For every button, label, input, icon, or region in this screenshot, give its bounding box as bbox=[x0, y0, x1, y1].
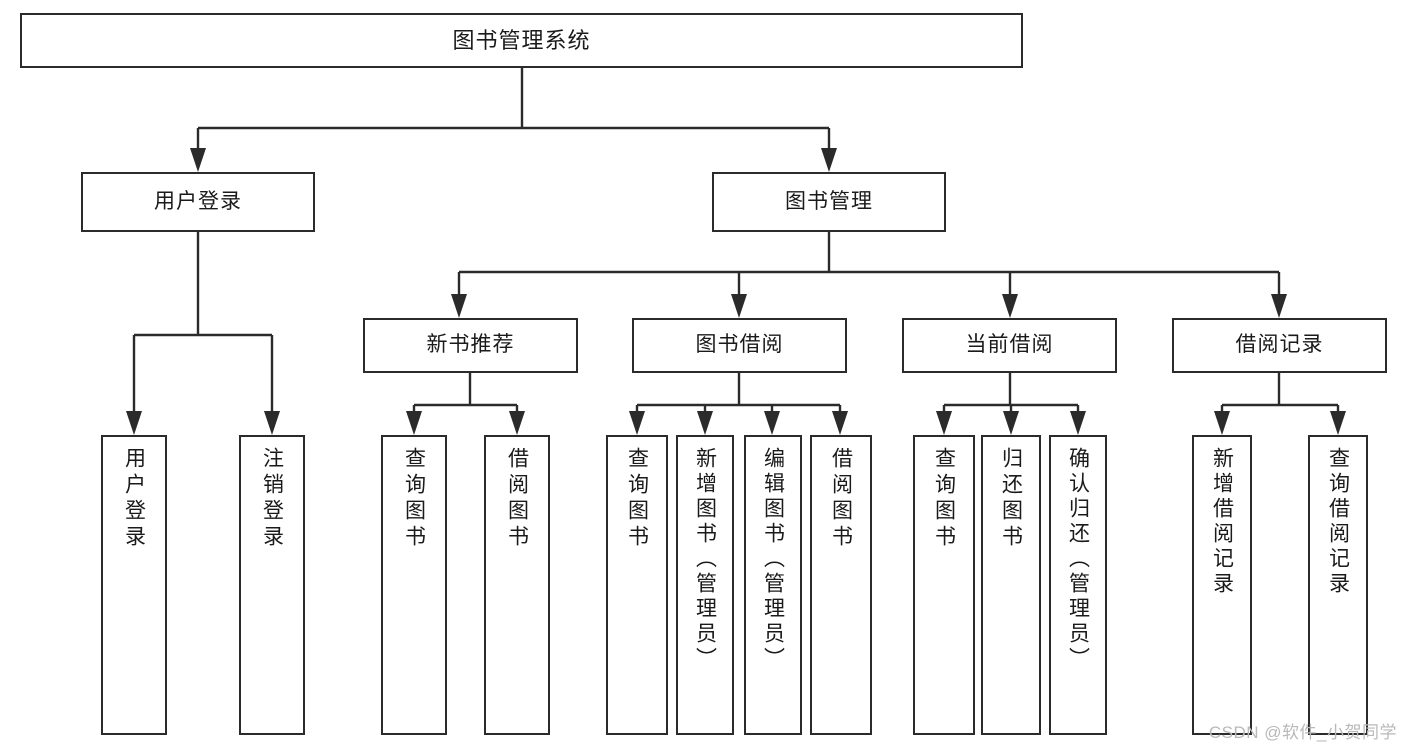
node-label: 查询图书 bbox=[625, 447, 649, 551]
arrow-head-leaf-borrow-book-1 bbox=[509, 411, 525, 435]
arrow-head-leaf-user-login bbox=[126, 411, 142, 435]
node-label: 确认归还（管理员） bbox=[1066, 447, 1090, 672]
arrow-head-leaf-edit-book bbox=[764, 411, 780, 435]
arrow-head-book-manage bbox=[821, 148, 837, 172]
node-label: 注销登录 bbox=[260, 447, 284, 551]
node-user-login[interactable]: 用户登录 bbox=[81, 172, 315, 232]
arrow-head-leaf-confirm-return bbox=[1070, 411, 1086, 435]
node-label: 图书管理 bbox=[785, 189, 873, 213]
arrow-head-user-login bbox=[190, 148, 206, 172]
arrow-head-leaf-query-book-2 bbox=[629, 411, 645, 435]
node-label: 当前借阅 bbox=[965, 333, 1054, 357]
node-leaf-return-book[interactable]: 归还图书 bbox=[981, 435, 1041, 735]
arrow-head-leaf-add-record bbox=[1214, 411, 1230, 435]
arrow-head-leaf-add-book bbox=[697, 411, 713, 435]
node-new-book-recommend[interactable]: 新书推荐 bbox=[363, 318, 578, 373]
arrow-head-leaf-return-book bbox=[1003, 411, 1019, 435]
node-book-manage[interactable]: 图书管理 bbox=[712, 172, 946, 232]
node-root-system[interactable]: 图书管理系统 bbox=[20, 13, 1023, 68]
node-label: 查询图书 bbox=[402, 447, 426, 551]
node-label: 借阅图书 bbox=[829, 447, 853, 551]
watermark-text: CSDN @软件_小贺同学 bbox=[1208, 723, 1397, 742]
node-leaf-logout[interactable]: 注销登录 bbox=[239, 435, 305, 735]
node-label: 新增借阅记录 bbox=[1210, 447, 1234, 597]
node-leaf-borrow-book-1[interactable]: 借阅图书 bbox=[484, 435, 550, 735]
node-label: 借阅记录 bbox=[1235, 333, 1324, 357]
node-current-borrow[interactable]: 当前借阅 bbox=[902, 318, 1117, 373]
node-label: 图书管理系统 bbox=[452, 27, 591, 53]
arrow-head-borrow-record bbox=[1271, 294, 1287, 318]
arrow-head-new-book-rec bbox=[451, 294, 467, 318]
node-label: 归还图书 bbox=[999, 447, 1023, 551]
arrow-head-book-borrow bbox=[731, 294, 747, 318]
node-leaf-query-book-2[interactable]: 查询图书 bbox=[606, 435, 668, 735]
node-label: 借阅图书 bbox=[505, 447, 529, 551]
node-label: 编辑图书（管理员） bbox=[761, 447, 785, 672]
node-leaf-query-book-3[interactable]: 查询图书 bbox=[913, 435, 975, 735]
arrow-head-leaf-borrow-book-2 bbox=[832, 411, 848, 435]
arrow-head-current-borrow bbox=[1002, 294, 1018, 318]
node-book-borrow[interactable]: 图书借阅 bbox=[632, 318, 847, 373]
arrow-head-leaf-query-record bbox=[1330, 411, 1346, 435]
node-leaf-add-borrow-record[interactable]: 新增借阅记录 bbox=[1192, 435, 1252, 735]
node-leaf-user-login[interactable]: 用户登录 bbox=[101, 435, 167, 735]
node-label: 用户登录 bbox=[154, 189, 242, 213]
node-label: 新增图书（管理员） bbox=[693, 447, 717, 672]
node-borrow-record[interactable]: 借阅记录 bbox=[1172, 318, 1387, 373]
arrow-head-leaf-query-book-3 bbox=[936, 411, 952, 435]
node-label: 图书借阅 bbox=[695, 333, 784, 357]
node-leaf-query-book-1[interactable]: 查询图书 bbox=[381, 435, 447, 735]
arrow-head-leaf-query-book-1 bbox=[406, 411, 422, 435]
node-label: 新书推荐 bbox=[426, 333, 515, 357]
node-leaf-add-book-admin[interactable]: 新增图书（管理员） bbox=[676, 435, 734, 735]
node-label: 查询图书 bbox=[932, 447, 956, 551]
node-leaf-borrow-book-2[interactable]: 借阅图书 bbox=[810, 435, 872, 735]
node-leaf-confirm-return-admin[interactable]: 确认归还（管理员） bbox=[1049, 435, 1107, 735]
arrow-head-leaf-logout bbox=[264, 411, 280, 435]
node-leaf-edit-book-admin[interactable]: 编辑图书（管理员） bbox=[744, 435, 802, 735]
node-label: 用户登录 bbox=[122, 447, 146, 551]
node-label: 查询借阅记录 bbox=[1326, 447, 1350, 597]
node-leaf-query-borrow-record[interactable]: 查询借阅记录 bbox=[1308, 435, 1368, 735]
